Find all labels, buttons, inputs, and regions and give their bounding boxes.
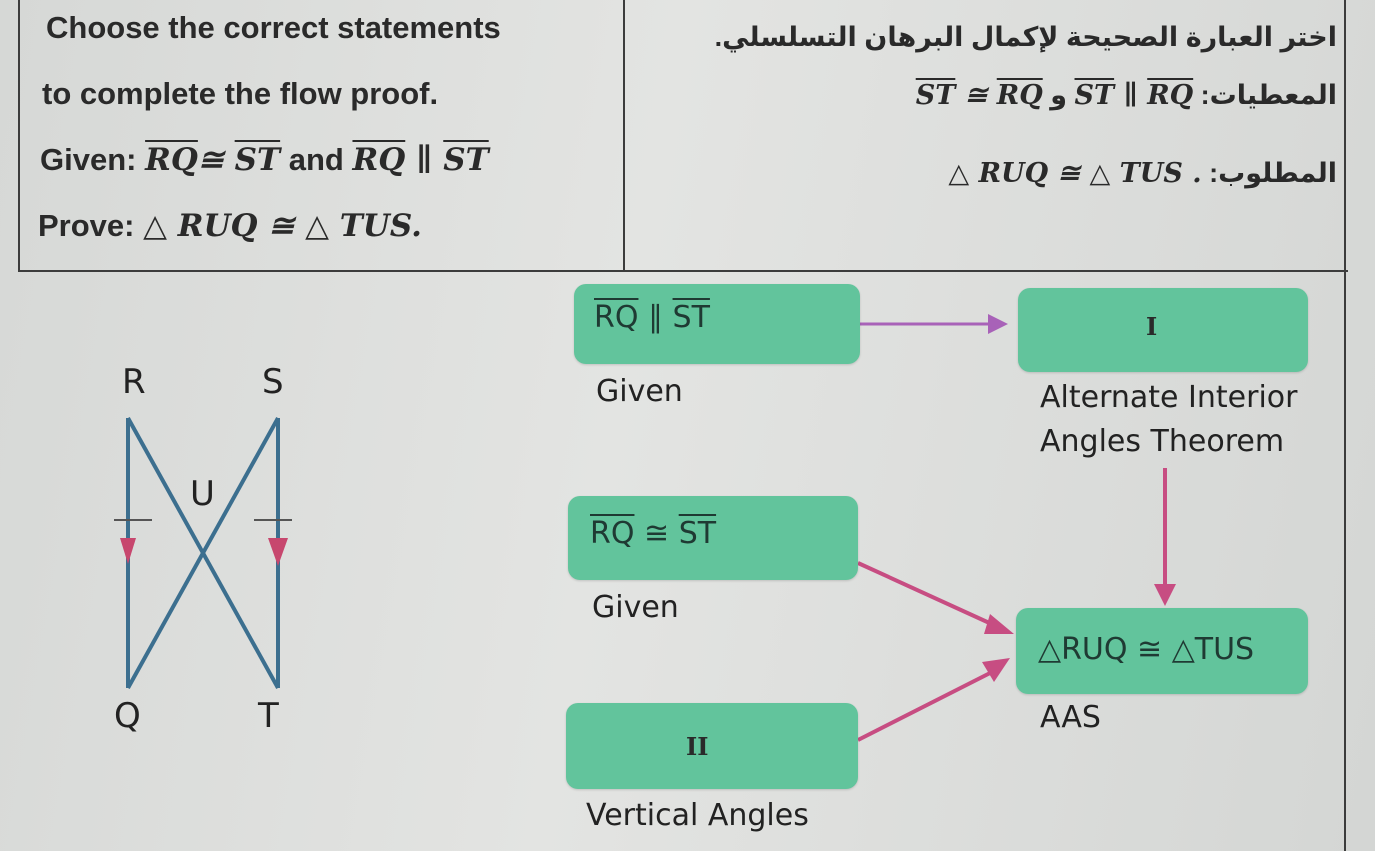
flow-box-1-seg-b: ST	[672, 300, 710, 335]
flow-box-1-sym: ∥	[638, 300, 673, 335]
arabic-prove-expression: △ RUQ ≅ △ TUS .	[948, 158, 1202, 189]
arabic-given-math: ST ∥ RQ	[1074, 80, 1194, 111]
flow-box-2-text: RQ ≅ ST	[590, 516, 716, 551]
arabic-cong: ≅	[955, 80, 997, 111]
header-vertical-divider	[623, 0, 625, 272]
arabic-given-statement: المعطيات: ST ∥ RQ و ST ≅ RQ	[916, 80, 1337, 111]
flow-box-2-sym: ≅	[634, 516, 679, 551]
arabic-prove-label: المطلوب:	[1201, 158, 1337, 188]
flow-box-given-parallel	[574, 284, 860, 364]
given-congruent-symbol: ≅	[197, 142, 235, 178]
left-border	[18, 0, 20, 272]
vertex-label-t: T	[258, 696, 279, 736]
flow-box-given-congruent	[568, 496, 858, 580]
arabic-seg-st-2: ST	[915, 80, 956, 111]
arabic-par: ∥	[1114, 80, 1148, 111]
arabic-given-label: المعطيات:	[1193, 80, 1337, 110]
flow-box-4-reason-line-2: Angles Theorem	[1040, 424, 1285, 459]
prove-label: Prove:	[38, 208, 144, 243]
given-segment-st-2: ST	[443, 142, 489, 178]
flow-box-conclusion	[1016, 608, 1308, 694]
given-segment-rq-2: RQ	[352, 142, 406, 178]
vertex-label-q: Q	[114, 696, 141, 736]
flow-box-3-reason: Vertical Angles	[586, 798, 809, 833]
arabic-seg-st: ST	[1074, 80, 1115, 111]
flow-box-2-seg-a: RQ	[590, 516, 635, 551]
flow-box-5-text: △RUQ ≅ △TUS	[1038, 632, 1255, 667]
arrow-box3-to-box5	[857, 658, 1010, 742]
arabic-prompt-line-1: اختر العبارة الصحيحة لإكمال البرهان التس…	[714, 22, 1337, 52]
parallel-arrow-marks	[120, 538, 288, 566]
flow-box-1-text: RQ ∥ ST	[594, 300, 710, 335]
right-border	[1344, 0, 1346, 851]
arabic-seg-rq: RQ	[1147, 80, 1194, 111]
arrow-box1-to-box4	[860, 314, 1008, 334]
given-segment-rq: RQ	[145, 142, 198, 178]
segment-sq	[126, 417, 280, 689]
parallel-arrow-rq	[120, 538, 136, 564]
vertex-label-r: R	[122, 362, 146, 402]
flow-box-2-seg-b: ST	[678, 516, 717, 551]
flow-box-1-seg-a: RQ	[594, 300, 639, 335]
parallel-arrow-st	[268, 538, 288, 566]
prompt-line-1: Choose the correct statements	[46, 10, 501, 45]
given-parallel-symbol: ∥	[405, 142, 444, 178]
arabic-prove-statement: المطلوب: △ RUQ ≅ △ TUS .	[948, 158, 1337, 189]
vertex-label-u: U	[190, 474, 215, 514]
prove-statement: Prove: △ RUQ ≅ △ TUS.	[38, 208, 422, 244]
flow-box-2-reason: Given	[592, 590, 679, 625]
given-statement: Given: RQ≅ ST and RQ ∥ ST	[40, 142, 489, 178]
flow-box-5-reason: AAS	[1040, 700, 1101, 735]
bowtie-figure	[126, 417, 280, 689]
given-label: Given:	[40, 142, 146, 177]
arrow-box2-to-box5	[857, 561, 1014, 634]
flow-box-blank-ii[interactable]	[566, 703, 858, 789]
flow-box-1-reason: Given	[596, 374, 683, 409]
arabic-seg-rq-2: RQ	[996, 80, 1043, 111]
arabic-given-math-2: ST ≅ RQ	[915, 80, 1043, 111]
prove-expression: △ RUQ ≅ △ TUS.	[143, 208, 422, 244]
vertex-label-s: S	[262, 362, 284, 402]
header-bottom-divider	[18, 270, 1348, 272]
arrow-box4-to-box5	[1154, 468, 1176, 606]
flow-box-4-placeholder: I	[1146, 312, 1158, 341]
prompt-line-2: to complete the flow proof.	[42, 76, 439, 111]
flow-box-4-reason-line-1: Alternate Interior	[1040, 380, 1298, 415]
given-segment-st: ST	[234, 142, 281, 178]
flow-box-3-placeholder: II	[686, 732, 709, 761]
arabic-and: و	[1042, 80, 1075, 110]
flow-box-blank-i[interactable]	[1018, 288, 1308, 372]
given-and: and	[280, 142, 353, 177]
